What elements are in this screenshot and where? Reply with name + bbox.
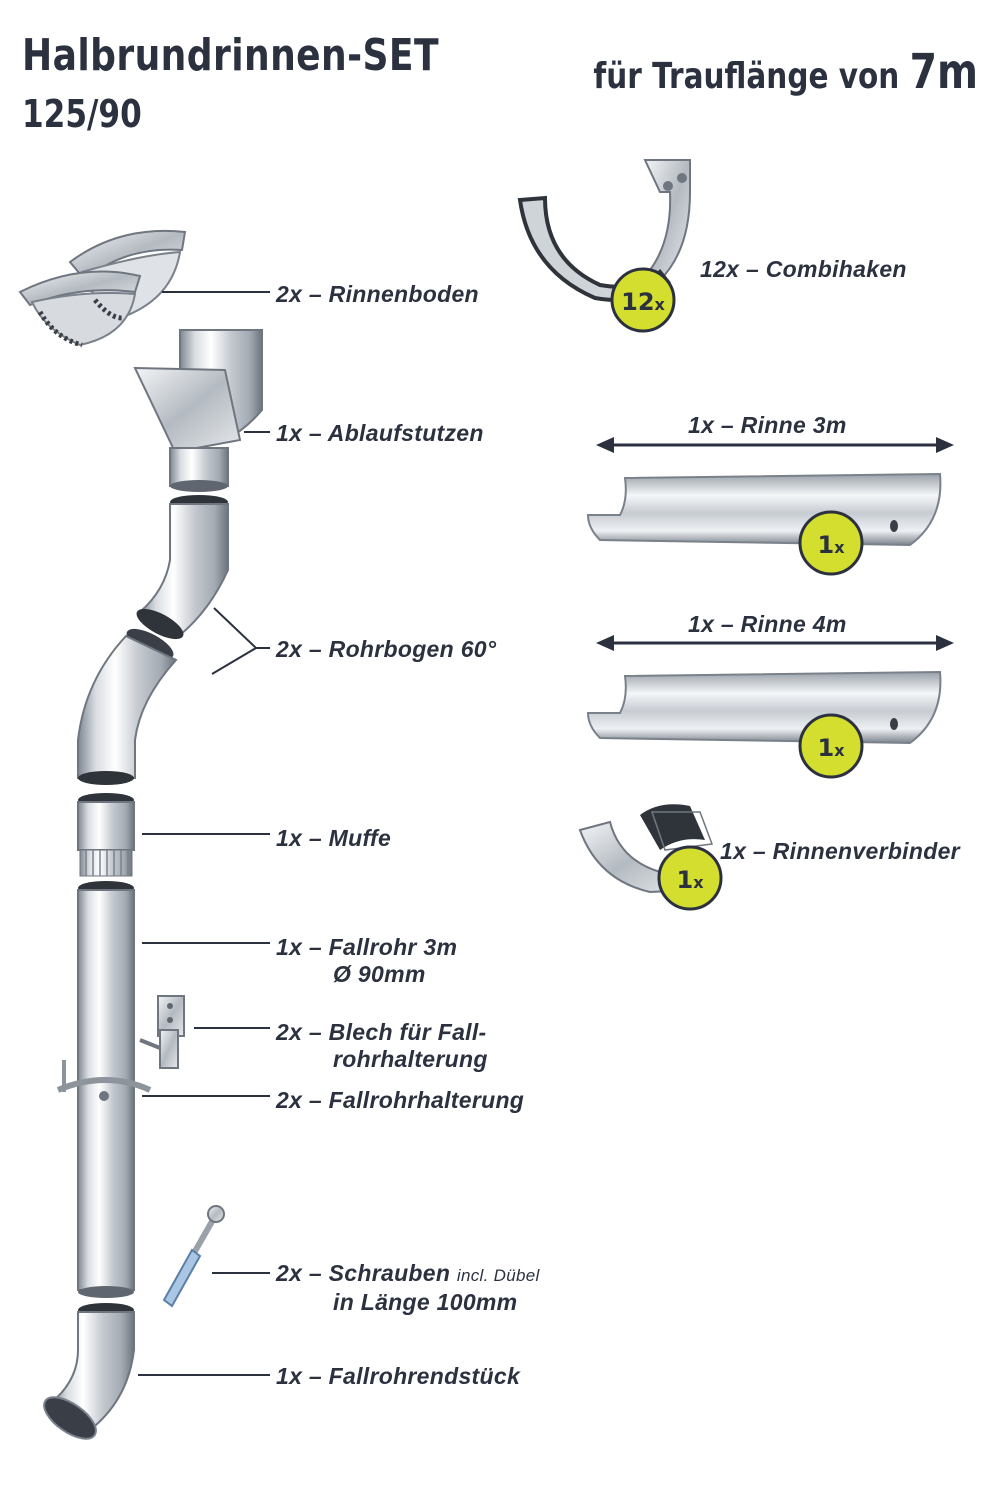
page-title: Halbrundrinnen-SET [22,30,440,81]
muffe-image [77,793,135,877]
badge-rinne-4m-number: 1 [817,734,834,762]
rohrbogen-image [77,495,229,785]
rinne-4m-arrow [596,635,954,651]
label-muffe: 1x – Muffe [276,825,392,851]
label-fallrohrhalterung: 2x – Fallrohrhalterung [276,1087,525,1113]
leader-lines [138,291,270,1376]
badge-combihaken-suffix: x [655,295,666,314]
badge-rinne-3m: 1x [798,510,864,576]
schrauben-image [162,1205,225,1308]
svg-text:12x: 12x [621,288,665,316]
rinne-3m-arrow [596,437,954,453]
badge-rinne-3m-suffix: x [834,538,845,557]
badge-rinne-3m-number: 1 [817,531,834,559]
label-blech-line1: 2x – Blech für Fall- [276,1019,487,1045]
label-schrauben-line2: in Länge 100mm [333,1289,518,1315]
badge-rinne-4m: 1x [798,713,864,779]
label-schrauben-note: incl. Dübel [456,1266,540,1285]
svg-text:1x: 1x [676,866,704,894]
label-schrauben: 2x – Schrauben incl. Dübel in Länge 100m… [276,1260,540,1316]
fallrohrhalterung-image [56,1060,152,1101]
svg-text:1x: 1x [817,531,845,559]
ablaufstutzen-image [133,329,263,492]
badge-rinnenverbinder-suffix: x [693,873,704,892]
label-rohrbogen: 2x – Rohrbogen 60° [276,636,497,662]
eave-length: für Trauflänge von 7m [593,44,978,100]
label-blech: 2x – Blech für Fall- rohrhalterung [276,1019,488,1073]
label-combihaken: 12x – Combihaken [700,256,907,282]
badge-combihaken: 12x [610,267,676,333]
label-blech-line2: rohrhalterung [333,1046,488,1072]
badge-combihaken-number: 12 [621,288,654,316]
label-rinne-3m: 1x – Rinne 3m [688,412,847,438]
eave-length-value: 7m [909,44,978,100]
badge-rinnenverbinder-number: 1 [676,866,693,894]
label-fallrohr-line1: 1x – Fallrohr 3m [276,934,458,960]
rinne-4m-image [586,670,942,745]
label-fallrohrendstueck: 1x – Fallrohrendstück [276,1363,521,1389]
fallrohr-image [77,881,135,1298]
badge-rinne-4m-suffix: x [834,741,845,760]
label-rinnenboden: 2x – Rinnenboden [276,281,479,307]
rinnenboden-image [18,229,187,348]
label-fallrohr-line2: Ø 90mm [333,961,426,987]
badge-rinnenverbinder: 1x [657,845,723,911]
svg-text:1x: 1x [817,734,845,762]
blech-image [139,995,185,1069]
label-rinnenverbinder: 1x – Rinnenverbinder [720,838,960,864]
label-rinne-4m: 1x – Rinne 4m [688,611,847,637]
fallrohrendstueck-image [43,1303,135,1440]
eave-length-prefix: für Trauflänge von [593,56,900,97]
label-fallrohr: 1x – Fallrohr 3m Ø 90mm [276,934,457,988]
label-schrauben-line1: 2x – Schrauben [276,1260,451,1286]
label-ablaufstutzen: 1x – Ablaufstutzen [276,420,484,446]
rinne-3m-image [586,472,942,547]
gutter-size: 125/90 [22,92,142,136]
